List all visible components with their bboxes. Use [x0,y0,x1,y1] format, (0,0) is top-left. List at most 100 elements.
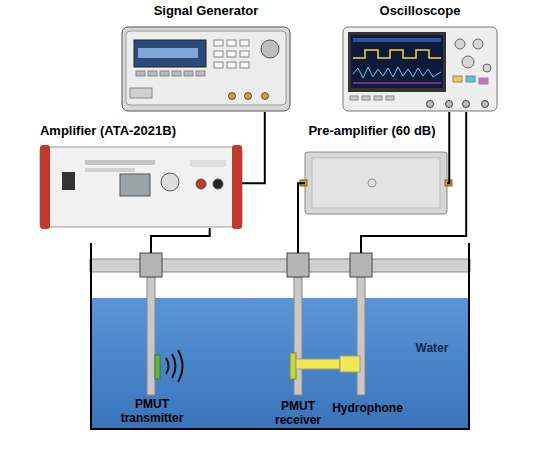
gain-knob [161,173,179,191]
signal-cable [447,112,449,183]
device-body [343,27,497,111]
pmut-element [155,355,160,379]
oscilloscope-device [343,27,497,111]
channel-button [466,76,475,82]
keypad-key [227,40,236,46]
equipment-box: PMUT transmitter [107,253,197,421]
signal-cable [361,112,466,253]
screen-bar [353,38,441,42]
rotary-knob [261,40,279,58]
power-switch [62,172,75,190]
logo-mark [368,179,376,187]
soft-key [148,71,157,76]
output-terminal [196,179,206,189]
trace-magenta [353,83,441,84]
soft-key [172,71,181,76]
water-tank: WaterPMUT transmitterPMUT receiverHydrop… [90,243,470,430]
pmut-element [290,353,296,379]
keypad-key [227,62,236,68]
sma-connector [445,180,452,186]
device-label: Signal Generator [102,4,310,18]
equipment-box: Pre-amplifier (60 dB) [305,150,447,215]
device-body [305,152,447,214]
bnc-connector [446,101,453,108]
sma-connector [300,180,307,186]
equipment-box: Oscilloscope [343,25,497,112]
rod-clamp [140,253,162,277]
control-knob [473,39,483,49]
display-screen [120,174,150,196]
soft-key [160,71,169,76]
rod-clamp [350,253,372,277]
channel-button [479,78,488,84]
control-knob [455,39,465,49]
bnc-connector [463,101,470,108]
control-knob [462,56,474,68]
equipment-box: Hydrophone [335,253,400,421]
keypad-key [240,51,249,57]
rod-clamp [287,253,309,277]
device-label: Pre-amplifier (60 dB) [292,124,452,138]
power-button [130,88,152,98]
soft-key [136,71,145,76]
signal-cable [298,183,305,253]
display-readout [138,48,198,58]
sound-wave [166,358,169,374]
keypad-key [214,62,223,68]
soft-key [374,96,382,100]
medium-label: Water [402,341,462,355]
device-label: Hydrophone [325,401,410,415]
red-handle [40,145,50,229]
keypad-key [214,51,223,57]
trace-cyan [353,67,441,78]
label-plate [190,160,226,167]
device-label: PMUT receiver [258,399,338,427]
keypad-key [214,40,223,46]
preamplifier-device [300,152,452,214]
soft-key [196,71,205,76]
label-plate [85,168,135,172]
hydrophone-body [340,356,360,372]
screen-frame [348,32,446,92]
signal-generator-device [122,27,290,111]
control-knob [483,64,491,72]
device-label: Oscilloscope [340,4,500,18]
top-plate [312,158,440,208]
device-label: Amplifier (ATA-2021B) [18,124,198,138]
bnc-connector [229,93,236,100]
soft-key [184,71,193,76]
keypad-key [227,51,236,57]
channel-button [453,76,462,82]
soft-key [350,96,358,100]
trace-yellow [353,50,441,58]
equipment-box: PMUT receiver [263,253,333,421]
hydrophone-probe [296,359,340,369]
support-rod [147,277,155,395]
front-panel [126,31,286,105]
keypad-key [240,40,249,46]
red-handle [232,145,242,229]
device-body [122,27,290,111]
bnc-connector [262,93,269,100]
sound-wave [172,354,176,378]
bnc-connector [482,101,489,108]
device-label: PMUT transmitter [107,397,197,425]
screen [351,35,443,88]
sound-wave [178,350,183,382]
soft-key [386,96,394,100]
output-terminal [213,179,223,189]
signal-cable [151,228,210,253]
device-body [40,147,242,227]
label-plate [85,160,155,165]
display-screen [134,40,206,67]
keypad-key [240,62,249,68]
equipment-box: Amplifier (ATA-2021B) [40,145,242,228]
amplifier-device [40,145,242,229]
bnc-connector [245,93,252,100]
signal-cable [242,112,265,183]
equipment-box: Signal Generator [122,25,290,112]
